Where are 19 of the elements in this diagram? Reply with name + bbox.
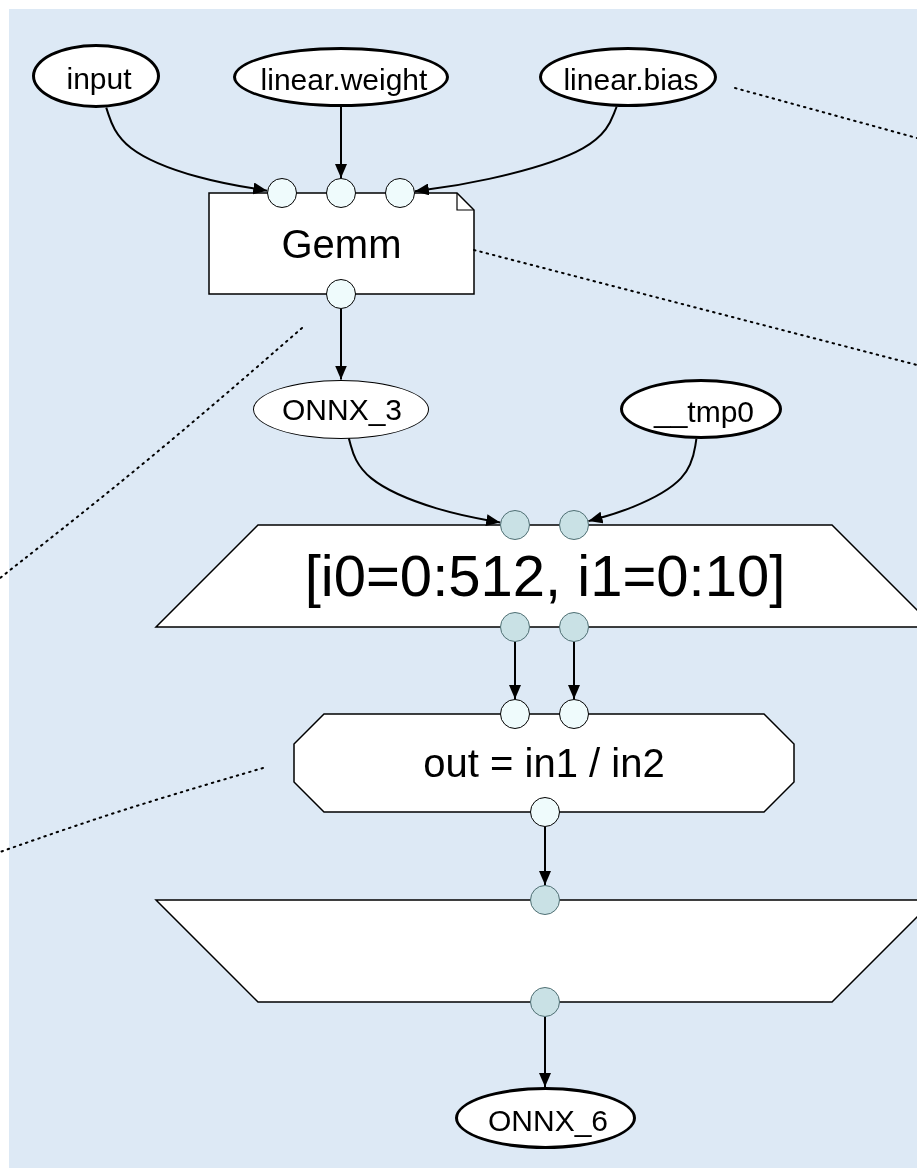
node-label: ONNX_3 <box>282 395 402 425</box>
connector-line <box>473 249 917 366</box>
arrow <box>539 1016 551 1088</box>
arrow <box>335 106 347 179</box>
node-label: out = in1 / in2 <box>423 743 665 783</box>
node-label: input <box>66 64 132 94</box>
arrow <box>568 641 580 700</box>
arrow <box>413 105 618 196</box>
arrow <box>587 437 698 524</box>
node-label: linear.weight <box>260 65 428 95</box>
arrow <box>539 826 551 886</box>
node-label: Gemm <box>281 223 402 264</box>
arrow <box>509 641 521 700</box>
arrow <box>105 106 269 195</box>
arrow <box>347 437 502 526</box>
arrow <box>335 308 347 381</box>
node-label: linear.bias <box>563 65 699 95</box>
node-label: ONNX_6 <box>488 1106 608 1136</box>
node-label: __tmp0 <box>653 397 755 427</box>
